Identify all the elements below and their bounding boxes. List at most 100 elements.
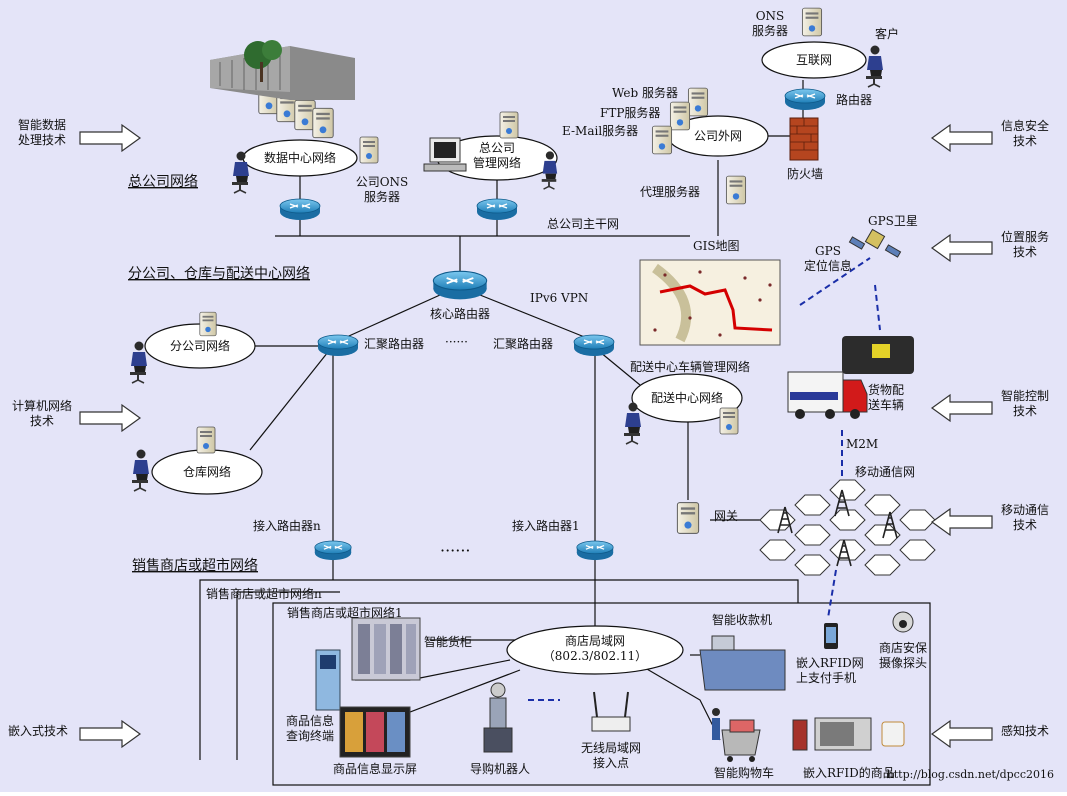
payment-phone-icon (824, 623, 838, 649)
sensing-label: 感知技术 (1001, 723, 1049, 738)
guide-robot-label: 导购机器人 (470, 761, 530, 776)
server-icon (199, 311, 217, 337)
proxy-server-icon (725, 175, 747, 205)
server-icon (294, 99, 316, 131)
core-router-label: 核心路由器 (430, 306, 490, 321)
retail-devices (315, 611, 914, 762)
ons-server-icon (359, 136, 379, 164)
embedded-label: 嵌入式技术 (8, 724, 68, 738)
ellipsis-small-label: ······ (445, 335, 468, 349)
server-icon (196, 426, 216, 454)
smart-control-label: 智能控制技术 (1001, 388, 1049, 418)
smart-cart-icon (712, 708, 761, 762)
wlan-ap-label: 无线局域网接入点 (581, 741, 641, 770)
internet-oval (761, 41, 867, 79)
ftp-server-icon (669, 101, 691, 131)
hq-mgmt-label: 总公司管理网络 (473, 141, 521, 170)
ipv6-vpn-label: IPv6 VPN (530, 291, 588, 305)
smart-cabinet-label: 智能货柜 (424, 634, 472, 649)
router-icon (279, 198, 321, 221)
gateway-icon (676, 502, 700, 534)
network-clouds (144, 41, 867, 675)
location-service-label: 位置服务技术 (1001, 229, 1049, 259)
proxy-server-label: 代理服务器 (640, 184, 700, 199)
store-lan-label: 商店局域网（802.3/802.11） (543, 633, 647, 663)
delivery-net-oval (631, 373, 743, 423)
core-router-icon (432, 270, 488, 301)
branch-label: 分公司、仓库与配送中心网络 (128, 266, 310, 282)
email-server-icon (651, 125, 673, 155)
computer-network-label: 计算机网络技术 (12, 398, 72, 428)
router-icon (784, 88, 826, 111)
ellipsis-big-label: ······ (440, 541, 471, 560)
mobile-comm-label: 移动通信技术 (1001, 503, 1049, 532)
retail-label: 销售商店或超市网络 (132, 557, 258, 574)
access-router-icon (314, 540, 352, 561)
agg-router-2-label: 汇聚路由器 (493, 336, 553, 351)
firewall-label: 防火墙 (787, 166, 823, 181)
info-terminal-label: 商品信息查询终端 (286, 713, 334, 743)
gps-satellite-label: GPS卫星 (868, 214, 918, 228)
ons-server-icon (801, 7, 823, 37)
server-icon (719, 407, 739, 435)
cargo-vehicle-label: 货物配送车辆 (868, 382, 904, 412)
store-camera-label: 商店安保摄像探头 (879, 640, 927, 670)
smart-checkout-icon (699, 635, 786, 691)
wireless-links (528, 257, 881, 701)
info-kiosk-icon (315, 649, 341, 711)
server-icon (312, 107, 334, 139)
store-lan-oval (506, 625, 684, 675)
router-label: 路由器 (836, 92, 872, 107)
delivery-vehicle-mgmt-label: 配送中心车辆管理网络 (630, 359, 750, 374)
m2m-label: M2M (846, 437, 878, 451)
aggregation-router-icon (573, 334, 615, 357)
internet-label: 互联网 (796, 53, 832, 67)
watermark-label: http://blog.csdn.net/dpcc2016 (887, 768, 1054, 781)
rfid-goods-label: 嵌入RFID的商品 (803, 765, 895, 780)
mobile-net-label: 移动通信网 (855, 465, 915, 479)
gis-map-label: GIS地图 (693, 239, 740, 253)
rfid-phone-label: 嵌入RFID网上支付手机 (796, 656, 864, 685)
info-display-icon (339, 706, 411, 758)
smart-cart-label: 智能购物车 (714, 765, 774, 780)
aggregation-router-icon (317, 334, 359, 357)
mobile-network-cells (759, 479, 936, 576)
access-router-1-label: 接入路由器1 (512, 518, 580, 533)
store-n-label: 销售商店或超市网络n (206, 586, 322, 601)
technology-arrows (79, 123, 993, 749)
data-center-label: 数据中心网络 (264, 150, 336, 165)
backbone-label: 总公司主干网 (547, 217, 619, 231)
agg-router-1-label: 汇聚路由器 (364, 336, 424, 351)
smart-data-label: 智能数据处理技术 (18, 117, 66, 147)
web-server-label: Web 服务器 (612, 85, 678, 100)
delivery-net-label: 配送中心网络 (651, 390, 723, 405)
hq-label: 总公司网络 (128, 174, 198, 190)
company-ext-label: 公司外网 (694, 129, 742, 143)
gps-navigator-icon (842, 336, 914, 374)
hq-building-icon (210, 40, 355, 100)
router-icon (476, 198, 518, 221)
delivery-truck-icon (787, 371, 868, 419)
guide-robot-icon (483, 682, 513, 753)
warehouse-net-label: 仓库网络 (183, 464, 231, 479)
security-camera-icon (892, 611, 914, 633)
wlan-ap-icon (591, 691, 631, 732)
store-1-label: 销售商店或超市网络1 (287, 605, 403, 620)
ftp-server-label: FTP服务器 (600, 105, 660, 120)
email-server-label: E-Mail服务器 (562, 123, 638, 138)
rfid-goods-icon (792, 717, 905, 751)
firewall-icon (789, 117, 819, 161)
branch-net-label: 分公司网络 (170, 338, 230, 353)
info-security-label: 信息安全技术 (1001, 118, 1049, 148)
gateway-label: 网关 (714, 509, 738, 523)
web-server-icon (687, 87, 709, 117)
access-router-n-label: 接入路由器n (253, 518, 321, 533)
gis-map-image (639, 259, 781, 346)
